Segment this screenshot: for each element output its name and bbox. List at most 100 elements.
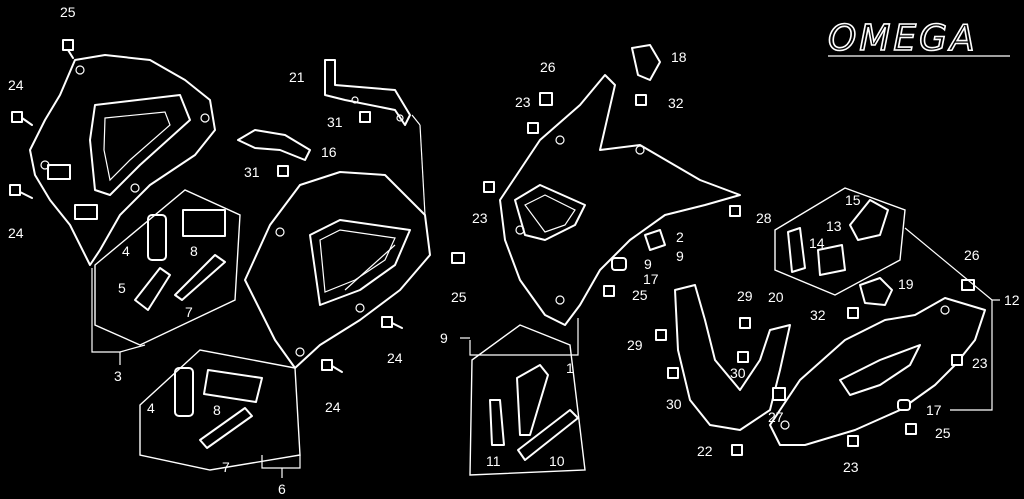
bracket-19-part [859,277,893,306]
callout-label: 28 [756,210,772,226]
callout-label: 8 [213,402,221,418]
callout-label: 26 [540,59,556,75]
inner-upper-cowl-part [29,54,216,266]
callout-label: 15 [845,192,861,208]
middle-cowl-part [499,74,741,326]
callout-label: 24 [325,399,341,415]
bolt-23c [951,354,963,366]
callout-label: 23 [972,355,988,371]
decal-8a [182,209,226,237]
bolt-23b [483,181,495,193]
callout-label: 1 [566,360,574,376]
callout-label: 17 [926,402,942,418]
decal-4a [147,214,167,261]
callout-label: 32 [668,95,684,111]
callout-label: 21 [289,69,305,85]
bolt-31a [359,111,371,123]
callout-label: 13 [826,218,842,234]
callout-label: 31 [244,164,260,180]
fasteners [9,39,975,456]
bolt-23d [847,435,859,447]
decal-5 [134,267,171,311]
callout-label: 30 [666,396,682,412]
callout-label: 25 [935,425,951,441]
callout-label: 10 [549,453,565,469]
grommet-17-part [611,257,627,271]
bolt-25d [905,423,917,435]
grommet-17b [897,399,911,411]
callout-label: 20 [768,289,784,305]
callout-label: 24 [8,77,24,93]
decal-kit-box-3 [94,189,241,346]
callout-label: 4 [122,243,130,259]
bolt-24a [11,111,33,126]
decal-kit-box-6 [139,349,301,471]
callout-label: 2 [676,229,684,245]
bolt-24c [381,316,403,329]
callout-label: 32 [810,307,826,323]
callout-label: 17 [643,271,659,287]
decal-13 [817,244,846,276]
upper-fairing-part [244,171,431,369]
decal-11 [489,399,505,446]
callout-label: 11 [486,453,501,469]
decal-4b [174,367,194,417]
callout-label: 5 [118,280,126,296]
callout-label: 7 [185,304,193,320]
bolt-23a [527,122,539,134]
callout-label: 27 [768,409,784,425]
callout-label: 12 [1004,292,1020,308]
bolt-29a [739,317,751,329]
omega-logo: OMEGA [827,17,1010,60]
callout-label: 16 [321,144,337,160]
bolt-25a [62,39,74,59]
lower-cowl-center-part [674,284,791,431]
bolt-25b [451,252,465,264]
bolt-28 [729,205,741,217]
bolt-25c [603,285,615,297]
callout-label: 25 [60,4,76,20]
callout-label: 25 [451,289,467,305]
lower-cowl-right-part [769,297,986,446]
callout-label: 7 [222,459,230,475]
callout-label: 9 [440,330,448,346]
bolt-22 [731,444,743,456]
callout-label: 14 [809,235,825,251]
callout-label: 25 [632,287,648,303]
callout-label: 29 [737,288,753,304]
callout-label: 19 [898,276,914,292]
callout-label: 24 [387,350,403,366]
bolt-31b [277,165,289,177]
decal-kit-box-12 [774,187,906,296]
callout-label: 24 [8,225,24,241]
decal-kit-box-9 [469,324,586,476]
bolt-30b [667,367,679,379]
bolt-24b [9,184,33,199]
bolt-32b [847,307,859,319]
callout-label: 23 [472,210,488,226]
decal-10 [517,409,579,461]
decal-15 [849,199,889,241]
bracket-18-part [631,44,661,81]
callout-label: 4 [147,400,155,416]
bolt-26a [539,92,553,106]
bolt-30a [737,351,749,363]
callout-label: 6 [278,481,286,497]
fairing-stay-part [324,59,411,126]
bolt-29b [655,329,667,341]
decal-8b [203,369,263,403]
callout-label: 9 [676,248,684,264]
clip-2-part [644,229,666,251]
callout-label: 26 [964,247,980,263]
decal-1 [516,364,549,436]
callout-label: 30 [730,365,746,381]
bolt-24d [321,359,343,373]
bracket-part [237,129,311,161]
logo-text: OMEGA [828,18,978,59]
bolt-26b [961,279,975,291]
callout-label: 3 [114,368,122,384]
callout-label: 22 [697,443,713,459]
callout-label: 23 [515,94,531,110]
callout-label: 29 [627,337,643,353]
